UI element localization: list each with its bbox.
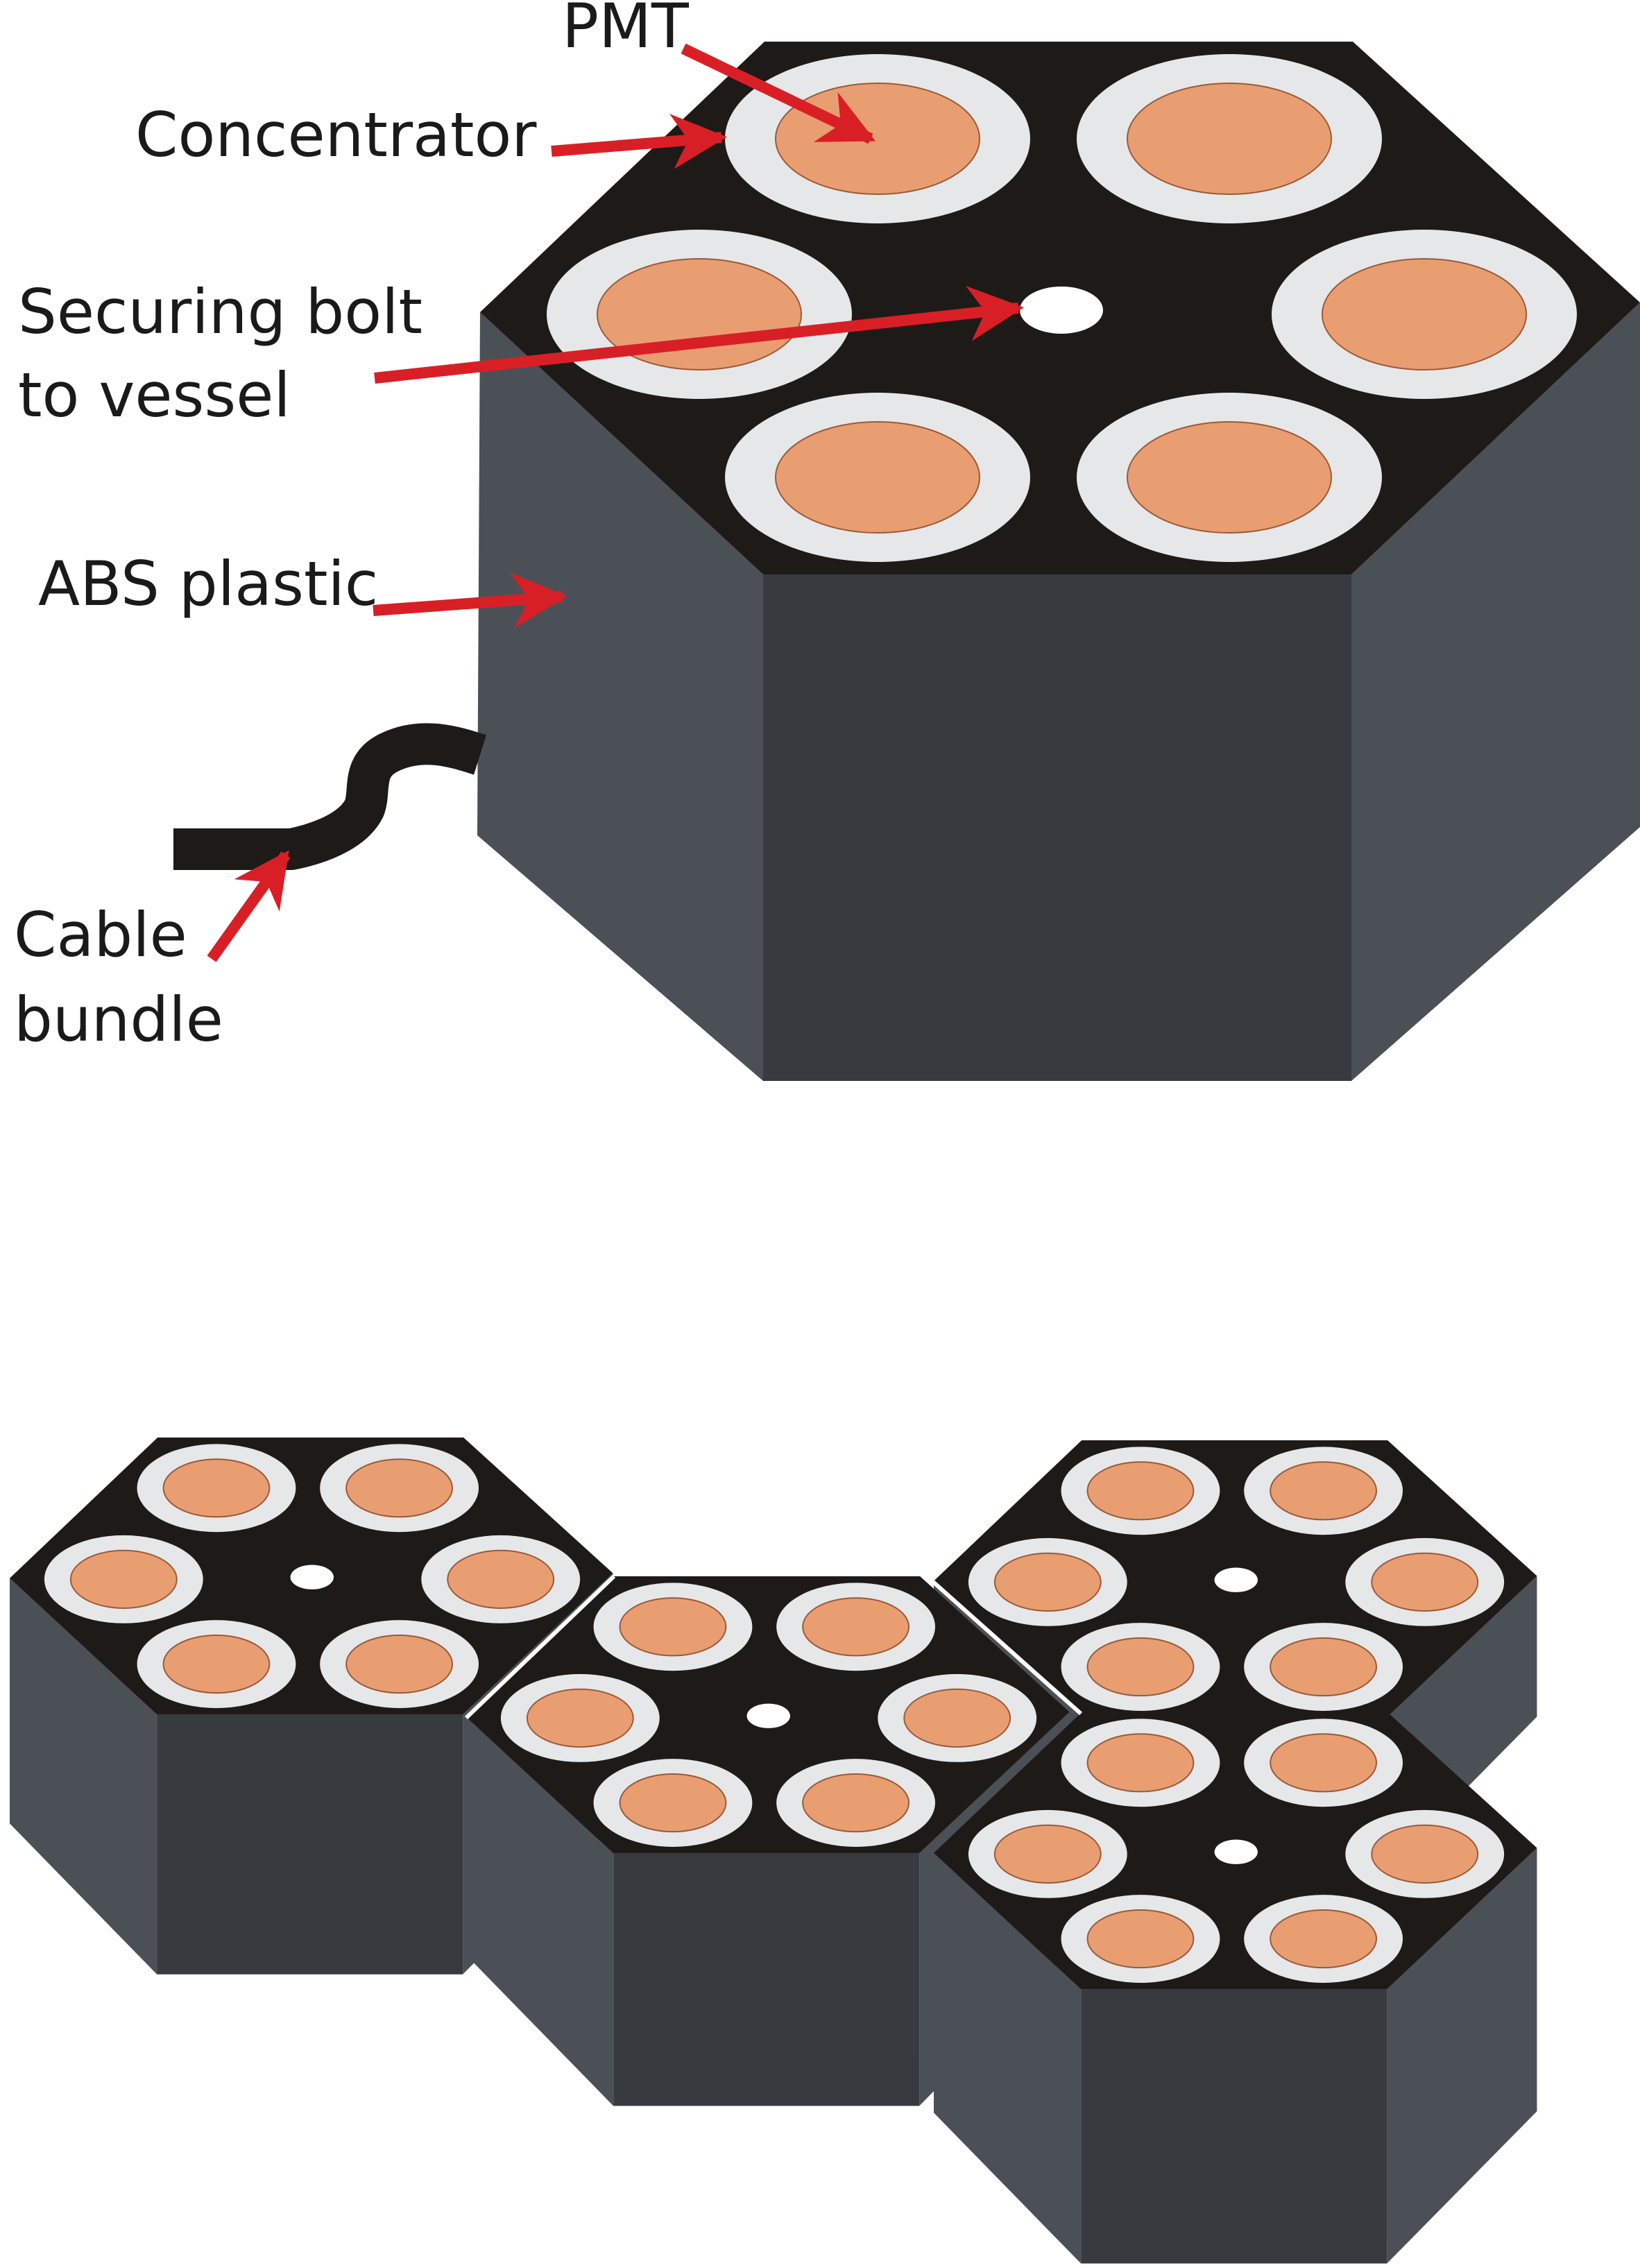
pmt-cell <box>968 1809 1127 1898</box>
pmt-disc <box>1127 421 1332 534</box>
module-right-face <box>1387 1848 1537 2264</box>
pmt-disc <box>1086 1909 1195 1969</box>
pmt-cell <box>547 230 852 399</box>
pmt-disc <box>69 1549 178 1609</box>
arrow-abs-plastic <box>373 572 567 629</box>
pmt-cell <box>968 1537 1127 1626</box>
label-securing-bolt-line1: Securing bolt <box>18 276 422 348</box>
arrow-securing-bolt <box>374 286 1024 384</box>
label-pmt: PMT <box>562 0 690 62</box>
pmt-cell <box>776 1583 935 1671</box>
pmt-cell <box>137 1620 296 1708</box>
pmt-disc <box>1371 1552 1479 1612</box>
pmt-cell <box>878 1673 1037 1762</box>
pmt-cell <box>1061 1719 1220 1807</box>
arrow-pmt <box>681 43 876 144</box>
module-seam <box>464 1574 616 1720</box>
pmt-cell <box>725 393 1030 562</box>
arrow-concentrator <box>551 113 727 169</box>
module-front-face <box>157 1714 463 1975</box>
pmt-cell <box>320 1620 479 1708</box>
pmt-cell <box>1345 1537 1505 1626</box>
pmt-cell <box>1077 393 1382 562</box>
module-left-face <box>10 1578 157 1975</box>
securing-bolt-hole <box>1020 287 1103 334</box>
pmt-cell <box>1077 54 1382 223</box>
pmt-disc <box>162 1458 271 1518</box>
pmt-disc <box>619 1597 727 1657</box>
pmt-disc <box>802 1773 910 1833</box>
pmt-cell <box>137 1444 296 1533</box>
pmt-disc <box>1086 1461 1195 1521</box>
small-module <box>934 1712 1537 2264</box>
pmt-disc <box>1086 1733 1195 1793</box>
pmt-cell <box>1244 1447 1403 1535</box>
module-seam <box>932 1580 1082 1716</box>
securing-bolt-hole <box>290 1564 334 1589</box>
securing-bolt-hole <box>1214 1567 1258 1592</box>
pmt-disc <box>345 1458 454 1518</box>
module-front-face <box>763 574 1351 1081</box>
label-concentrator: Concentrator <box>135 99 537 171</box>
arrow-cable <box>207 850 291 962</box>
pmt-disc <box>993 1552 1102 1612</box>
label-cable-line2: bundle <box>14 984 223 1055</box>
pmt-disc <box>345 1634 454 1694</box>
pmt-disc <box>1086 1637 1195 1697</box>
pmt-cell <box>44 1535 203 1623</box>
cable-bundle <box>173 723 486 870</box>
label-abs-plastic: ABS plastic <box>38 548 378 620</box>
pmt-disc <box>802 1597 910 1657</box>
pmt-disc <box>619 1773 727 1833</box>
pmt-disc <box>1371 1824 1479 1884</box>
pmt-cell <box>1061 1895 1220 1983</box>
pmt-cell <box>421 1535 581 1623</box>
pmt-disc <box>775 421 980 534</box>
pmt-cell <box>593 1583 753 1671</box>
pmt-cell <box>1244 1719 1403 1807</box>
pmt-disc <box>1270 1461 1378 1521</box>
pmt-disc <box>1322 258 1527 370</box>
pmt-cell <box>1244 1895 1403 1983</box>
pmt-disc <box>1270 1637 1378 1697</box>
pmt-cell <box>1061 1623 1220 1711</box>
pmt-disc <box>162 1634 271 1694</box>
pmt-cell <box>1244 1623 1403 1711</box>
module-left-face <box>477 312 763 1081</box>
pmt-cell <box>1345 1809 1505 1898</box>
module-left-face <box>934 1852 1082 2264</box>
securing-bolt-hole <box>746 1703 790 1728</box>
label-cable-line1: Cable <box>14 899 187 971</box>
pmt-disc <box>447 1549 555 1609</box>
module-cluster <box>10 1438 1537 2264</box>
pmt-cell <box>1061 1447 1220 1535</box>
pmt-disc <box>1127 83 1332 195</box>
module-front-face <box>613 1853 920 2106</box>
label-securing-bolt-line2: to vessel <box>18 359 291 431</box>
pmt-disc <box>903 1688 1011 1748</box>
pmt-cell <box>776 1759 935 1847</box>
pmt-disc <box>775 83 980 195</box>
pmt-cell <box>500 1673 660 1762</box>
pmt-disc <box>993 1824 1102 1884</box>
single-module <box>173 42 1640 1081</box>
pmt-cell <box>1272 230 1577 399</box>
pmt-disc <box>526 1688 634 1748</box>
pmt-cell <box>725 54 1030 223</box>
pmt-disc <box>1270 1909 1378 1969</box>
pmt-cell <box>320 1444 479 1533</box>
annotations: PMT Concentrator Securing bolt to vessel… <box>14 0 1024 1055</box>
module-front-face <box>1081 1989 1387 2264</box>
pmt-disc <box>1270 1733 1378 1793</box>
module-right-face <box>1351 302 1640 1081</box>
securing-bolt-hole <box>1214 1839 1258 1864</box>
module-left-face <box>466 1716 614 2106</box>
pmt-cell <box>593 1759 753 1847</box>
small-module <box>466 1576 1070 2106</box>
